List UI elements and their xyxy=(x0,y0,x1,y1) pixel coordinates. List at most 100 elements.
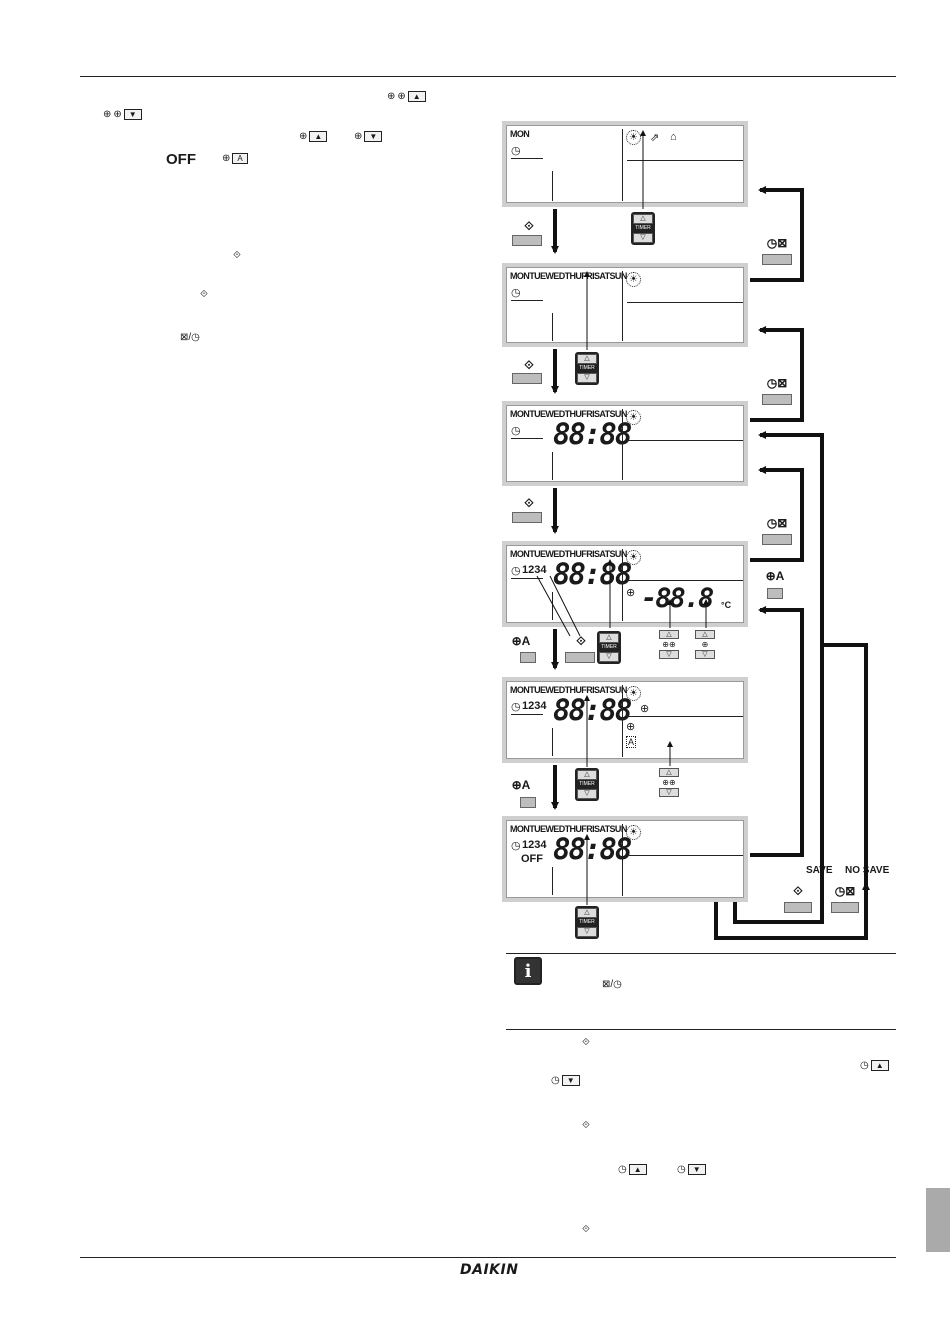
program-button[interactable] xyxy=(512,512,542,523)
week-days: MONTUEWEDTHUFRISATSUN xyxy=(510,685,627,695)
program-button[interactable] xyxy=(512,235,542,246)
thermometer-icon: ⊕ xyxy=(626,587,636,599)
key-temp-up: ⊕▲ xyxy=(299,130,328,142)
heat-mode-icon: ⊕⊕ xyxy=(662,640,676,649)
clock-cancel-button[interactable] xyxy=(762,394,792,405)
thermometer-icon: ⊕ xyxy=(626,721,636,733)
timer-button[interactable]: △ TIMER ▽ xyxy=(575,906,599,939)
clock-icon: ◷ xyxy=(511,287,521,299)
off-label: OFF xyxy=(166,151,196,168)
temperature-auto-button[interactable] xyxy=(520,797,536,808)
down-arrow-icon: ▼ xyxy=(364,131,383,142)
down-arrow-icon: ▽ xyxy=(599,652,619,662)
day-label: MON xyxy=(510,129,530,139)
thermometer-icon: ⊕ xyxy=(397,90,406,102)
program-enter-icon: ⟐ xyxy=(582,1224,590,1235)
temperature-auto-button[interactable] xyxy=(520,652,536,663)
timer-button[interactable]: △ TIMER ▽ xyxy=(575,352,599,385)
clock-cancel-button[interactable] xyxy=(762,534,792,545)
thermometer-auto-icon: ⊕A xyxy=(511,634,531,648)
shower-icon: ⇗ xyxy=(650,132,660,144)
program-enter-icon: ⟐ xyxy=(582,1120,590,1131)
program-enter-icon: ⟐ xyxy=(576,634,586,648)
temperature-auto-button[interactable] xyxy=(767,588,783,599)
timer-button[interactable]: △ TIMER ▽ xyxy=(631,212,655,245)
down-arrow-icon: ▼ xyxy=(561,1075,580,1086)
timer-button[interactable]: △ TIMER ▽ xyxy=(597,631,621,664)
heat-temperature-buttons[interactable]: △ ⊕⊕ ▽ xyxy=(659,768,679,797)
thermometer-icon: ⊕ xyxy=(701,640,709,649)
up-arrow-icon: ▲ xyxy=(407,91,426,102)
program-button[interactable] xyxy=(512,373,542,384)
up-arrow-icon[interactable]: △ xyxy=(659,768,679,777)
sun-icon: ☀ xyxy=(626,410,641,425)
clock-icon: ◷ xyxy=(511,840,521,852)
info-icon: i xyxy=(514,957,542,985)
time-digits: 88:88 xyxy=(553,557,632,591)
thermometer-icon: ⊕ xyxy=(113,108,122,120)
clock-cancel-icon: ◷⊠ xyxy=(834,884,856,898)
key-clock-down: ◷▼ xyxy=(551,1075,580,1086)
up-arrow-icon: ▲ xyxy=(309,131,328,142)
clock-icon: ◷ xyxy=(511,565,521,577)
thermometer-auto-icon: ⊕A xyxy=(765,569,785,583)
time-digits: 88:88 xyxy=(553,693,632,727)
save-label: SAVE xyxy=(806,865,833,876)
heat-mode-icon: ⊕ xyxy=(387,90,396,102)
lcd-panel-4: MONTUEWEDTHUFRISATSUN ◷ 1234 88:88 ☀ ⊕ -… xyxy=(502,541,748,627)
footer-rule xyxy=(80,1257,896,1258)
program-enter-icon: ⟐ xyxy=(524,496,534,510)
down-arrow-icon: ▽ xyxy=(577,789,597,799)
heat-temperature-buttons[interactable]: △ ⊕⊕ ▽ xyxy=(659,630,679,659)
clock-cancel-icon: ⊠/◷ xyxy=(180,332,200,343)
save-button[interactable] xyxy=(784,902,812,913)
clock-cancel-icon: ⊠/◷ xyxy=(602,979,622,990)
auto-icon: A xyxy=(232,153,248,164)
sun-icon: ☀ xyxy=(626,130,641,145)
clock-cancel-icon: ◷⊠ xyxy=(766,516,788,530)
up-arrow-icon[interactable]: △ xyxy=(659,630,679,639)
up-arrow-icon: △ xyxy=(577,770,597,780)
temperature-unit: °C xyxy=(721,600,732,610)
program-numbers: 1234 xyxy=(522,700,547,712)
down-arrow-icon: ▼ xyxy=(123,109,142,120)
section-tab xyxy=(926,1188,950,1252)
up-arrow-icon[interactable]: △ xyxy=(695,630,715,639)
clock-cancel-icon: ◷⊠ xyxy=(766,236,788,250)
down-arrow-icon[interactable]: ▽ xyxy=(659,650,679,659)
down-arrow-icon: ▽ xyxy=(577,927,597,937)
week-days: MONTUEWEDTHUFRISATSUN xyxy=(510,824,627,834)
clock-cancel-button[interactable] xyxy=(762,254,792,265)
sun-icon: ☀ xyxy=(626,825,641,840)
key-clock-down: ◷▼ xyxy=(677,1164,706,1175)
heat-mode-icon: ⊕ xyxy=(640,703,650,715)
program-button[interactable] xyxy=(565,652,595,663)
time-digits: 88:88 xyxy=(553,417,632,451)
heat-mode-icon: ⊕⊕ xyxy=(662,778,676,787)
note-rule-bottom xyxy=(506,1029,896,1030)
timer-button[interactable]: △ TIMER ▽ xyxy=(575,768,599,801)
down-arrow-icon[interactable]: ▽ xyxy=(659,788,679,797)
sun-icon: ☀ xyxy=(626,550,641,565)
sun-icon: ☀ xyxy=(626,686,641,701)
no-save-button[interactable] xyxy=(831,902,859,913)
lcd-panel-1: MON ◷ ☀ ⇗ ⌂ xyxy=(502,121,748,207)
up-arrow-icon: △ xyxy=(633,214,653,224)
up-arrow-icon: △ xyxy=(577,354,597,364)
thermometer-icon: ⊕ xyxy=(299,130,308,142)
program-enter-icon: ⟐ xyxy=(200,289,208,300)
program-enter-icon: ⟐ xyxy=(582,1037,590,1048)
lcd-panel-5: MONTUEWEDTHUFRISATSUN ◷ 1234 88:88 ☀ ⊕ ⊕… xyxy=(502,677,748,763)
clock-cancel-icon: ◷⊠ xyxy=(766,376,788,390)
sun-icon: ☀ xyxy=(626,272,641,287)
down-arrow-icon[interactable]: ▽ xyxy=(695,650,715,659)
time-digits: 88:88 xyxy=(553,832,632,866)
key-temp-auto: ⊕A xyxy=(222,153,248,164)
up-arrow-icon: ▲ xyxy=(628,1164,647,1175)
key-heat-down: ⊕⊕▼ xyxy=(103,109,142,120)
temperature-buttons[interactable]: △ ⊕ ▽ xyxy=(695,630,715,659)
note-rule-top xyxy=(506,953,896,954)
temperature-value: -88.8 xyxy=(641,583,714,614)
key-clock-up: ◷▲ xyxy=(860,1060,889,1071)
